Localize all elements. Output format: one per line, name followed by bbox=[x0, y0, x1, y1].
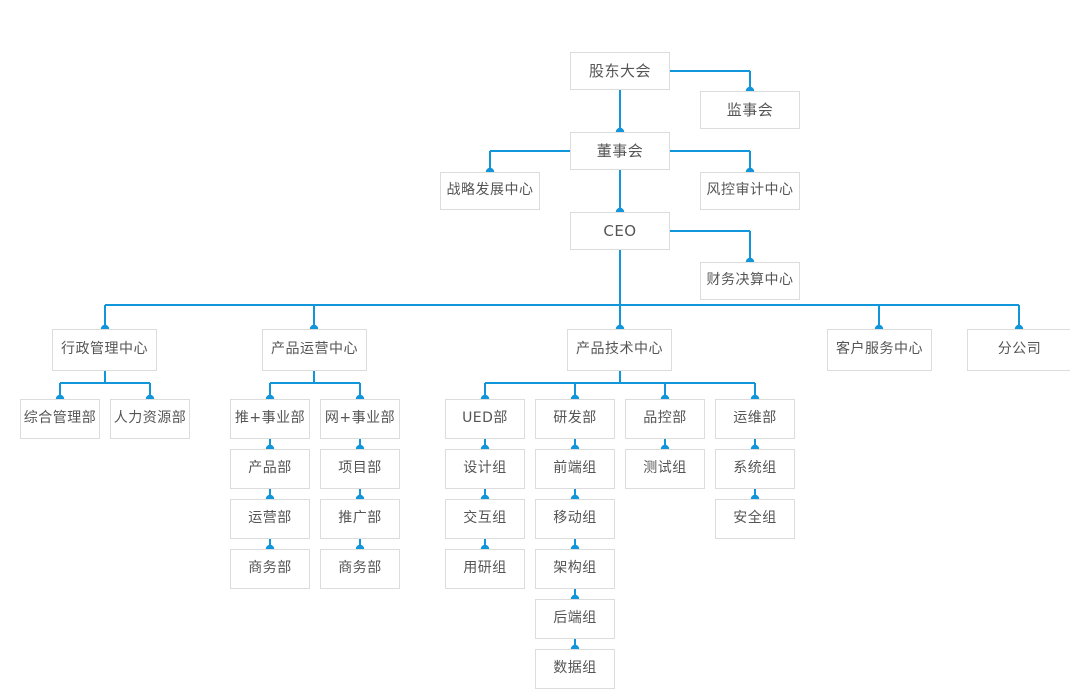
org-node-c2[interactable]: 产品运营中心 bbox=[262, 329, 367, 371]
org-node-r2[interactable]: 前端组 bbox=[535, 449, 615, 489]
org-node-label: 交互组 bbox=[463, 510, 507, 527]
org-node-label: 综合管理部 bbox=[23, 410, 97, 427]
org-node-r4[interactable]: 架构组 bbox=[535, 549, 615, 589]
org-node-label: 商务部 bbox=[248, 560, 292, 577]
org-node-r1[interactable]: 研发部 bbox=[535, 399, 615, 439]
org-node-n6[interactable]: CEO bbox=[570, 212, 670, 250]
org-node-n1[interactable]: 股东大会 bbox=[570, 52, 670, 90]
org-node-o3[interactable]: 安全组 bbox=[715, 499, 795, 539]
org-node-u3[interactable]: 交互组 bbox=[445, 499, 525, 539]
org-node-label: 财务决算中心 bbox=[706, 272, 794, 289]
org-node-label: 前端组 bbox=[553, 460, 597, 477]
org-node-q2[interactable]: 项目部 bbox=[320, 449, 400, 489]
org-node-p1[interactable]: 推+事业部 bbox=[230, 399, 310, 439]
org-node-c1[interactable]: 行政管理中心 bbox=[52, 329, 157, 371]
org-node-label: 品控部 bbox=[643, 410, 687, 427]
org-node-label: 战略发展中心 bbox=[446, 182, 534, 199]
org-node-label: 行政管理中心 bbox=[61, 341, 148, 358]
org-node-a2[interactable]: 人力资源部 bbox=[110, 399, 190, 439]
org-node-p2[interactable]: 产品部 bbox=[230, 449, 310, 489]
org-node-label: 产品技术中心 bbox=[576, 341, 663, 358]
org-node-label: 风控审计中心 bbox=[706, 182, 794, 199]
org-node-t2[interactable]: 测试组 bbox=[625, 449, 705, 489]
org-node-label: 推+事业部 bbox=[234, 410, 306, 427]
org-node-label: 客户服务中心 bbox=[836, 341, 923, 358]
org-node-o2[interactable]: 系统组 bbox=[715, 449, 795, 489]
org-node-label: 项目部 bbox=[338, 460, 382, 477]
org-node-u1[interactable]: UED部 bbox=[445, 399, 525, 439]
org-node-label: 运维部 bbox=[733, 410, 777, 427]
org-node-label: 产品运营中心 bbox=[271, 341, 358, 358]
org-node-label: 商务部 bbox=[338, 560, 382, 577]
org-node-p3[interactable]: 运营部 bbox=[230, 499, 310, 539]
org-node-q4[interactable]: 商务部 bbox=[320, 549, 400, 589]
org-node-label: 安全组 bbox=[733, 510, 777, 527]
org-node-label: 后端组 bbox=[553, 610, 597, 627]
org-node-label: 推广部 bbox=[338, 510, 382, 527]
org-node-n2[interactable]: 监事会 bbox=[700, 91, 800, 129]
org-node-label: 股东大会 bbox=[588, 61, 651, 80]
org-node-label: 系统组 bbox=[733, 460, 777, 477]
org-node-q3[interactable]: 推广部 bbox=[320, 499, 400, 539]
org-node-label: 监事会 bbox=[726, 100, 774, 119]
org-node-label: 董事会 bbox=[596, 141, 644, 160]
org-node-p4[interactable]: 商务部 bbox=[230, 549, 310, 589]
org-node-label: 人力资源部 bbox=[113, 410, 187, 427]
org-node-label: 用研组 bbox=[463, 560, 507, 577]
org-node-c4[interactable]: 客户服务中心 bbox=[827, 329, 932, 371]
org-node-u2[interactable]: 设计组 bbox=[445, 449, 525, 489]
org-node-label: 分公司 bbox=[997, 341, 1042, 358]
org-node-label: 测试组 bbox=[643, 460, 687, 477]
org-node-r6[interactable]: 数据组 bbox=[535, 649, 615, 689]
org-node-q1[interactable]: 网+事业部 bbox=[320, 399, 400, 439]
org-node-label: 产品部 bbox=[248, 460, 292, 477]
org-node-label: 网+事业部 bbox=[324, 410, 396, 427]
org-node-label: UED部 bbox=[462, 410, 508, 427]
org-node-n5[interactable]: 风控审计中心 bbox=[700, 172, 800, 210]
org-node-c5[interactable]: 分公司 bbox=[967, 329, 1070, 371]
org-node-label: 移动组 bbox=[553, 510, 597, 527]
org-node-n3[interactable]: 董事会 bbox=[570, 132, 670, 170]
org-node-n4[interactable]: 战略发展中心 bbox=[440, 172, 540, 210]
org-node-o1[interactable]: 运维部 bbox=[715, 399, 795, 439]
org-node-t1[interactable]: 品控部 bbox=[625, 399, 705, 439]
org-node-label: 运营部 bbox=[248, 510, 292, 527]
org-node-label: CEO bbox=[603, 221, 637, 240]
org-node-n7[interactable]: 财务决算中心 bbox=[700, 262, 800, 300]
org-node-r5[interactable]: 后端组 bbox=[535, 599, 615, 639]
org-node-u4[interactable]: 用研组 bbox=[445, 549, 525, 589]
org-node-r3[interactable]: 移动组 bbox=[535, 499, 615, 539]
org-node-label: 研发部 bbox=[553, 410, 597, 427]
org-node-a1[interactable]: 综合管理部 bbox=[20, 399, 100, 439]
org-node-label: 设计组 bbox=[463, 460, 507, 477]
org-node-label: 数据组 bbox=[553, 660, 597, 677]
org-node-c3[interactable]: 产品技术中心 bbox=[567, 329, 672, 371]
org-node-label: 架构组 bbox=[553, 560, 597, 577]
